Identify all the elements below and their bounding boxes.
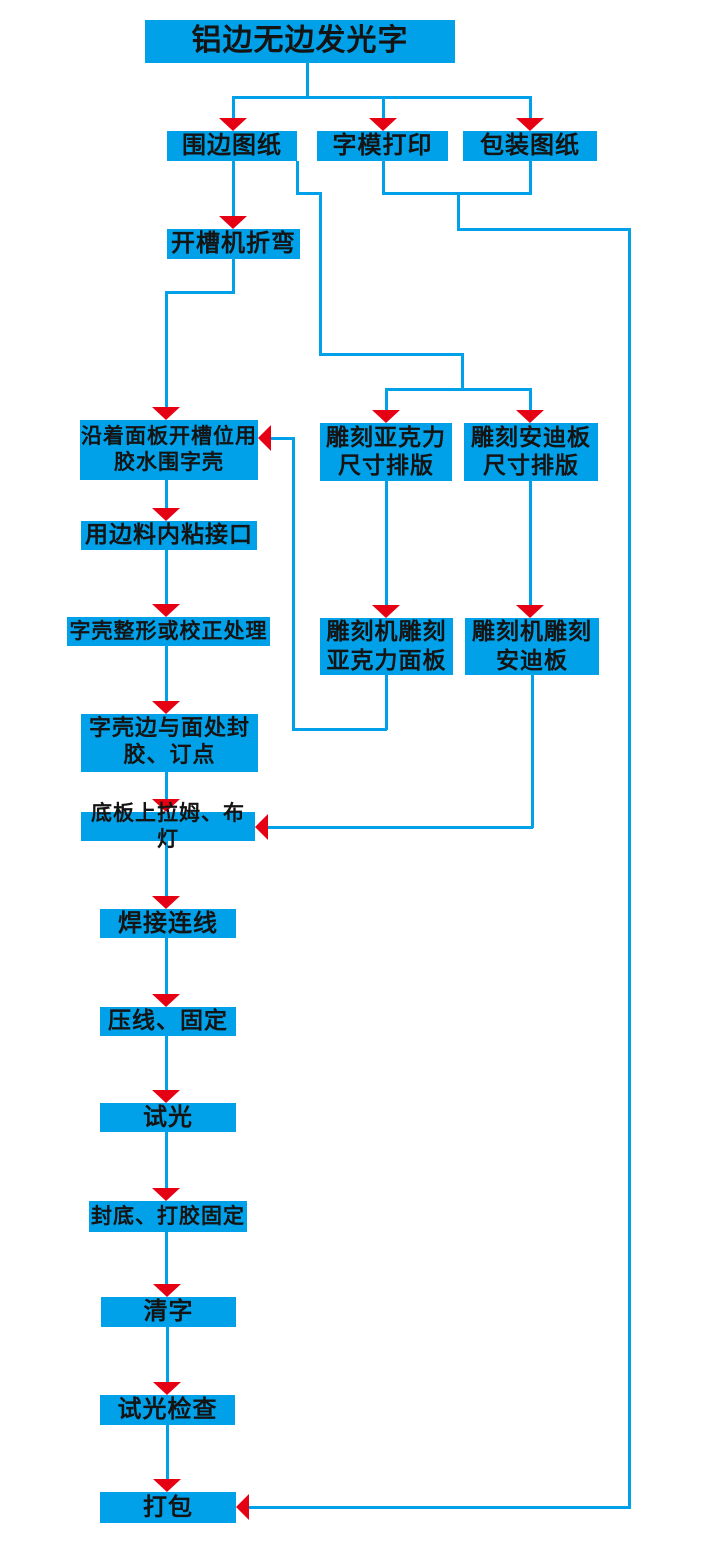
connector-segment: [165, 938, 168, 996]
connector-segment: [529, 388, 532, 412]
connector-segment: [529, 481, 532, 607]
flowchart-node-diaoke-andiban: 雕刻安迪板 尺寸排版: [464, 423, 598, 481]
flowchart-node-diaokeji-andiban: 雕刻机雕刻 安迪板: [465, 618, 599, 675]
connector-segment: [165, 550, 168, 606]
connector-segment: [385, 481, 388, 607]
connector-segment: [529, 96, 532, 120]
connector-segment: [267, 826, 533, 829]
arrowhead-down-icon: [219, 118, 247, 131]
arrowhead-down-icon: [153, 1382, 181, 1395]
connector-segment: [292, 728, 387, 731]
connector-segment: [165, 291, 168, 409]
arrowhead-down-icon: [152, 896, 180, 909]
connector-segment: [461, 353, 464, 390]
arrowhead-down-icon: [516, 605, 544, 618]
connector-segment: [382, 161, 385, 194]
arrowhead-down-icon: [152, 799, 180, 812]
connector-segment: [232, 259, 235, 293]
flowchart-node-yaxian-guding: 压线、固定: [100, 1007, 236, 1036]
flowchart-node-title: 铝边无边发光字: [145, 20, 455, 63]
flowchart-node-zimo-dayin: 字模打印: [317, 131, 448, 161]
arrowhead-down-icon: [219, 216, 247, 229]
connector-segment: [232, 96, 235, 120]
connector-segment: [165, 1036, 168, 1092]
connector-segment: [165, 841, 168, 898]
flowchart-node-qingzi: 清字: [101, 1297, 236, 1327]
arrowhead-left-icon: [258, 425, 271, 451]
flowchart-node-diaokeji-yakeli: 雕刻机雕刻 亚克力面板: [320, 618, 453, 675]
connector-segment: [296, 192, 322, 195]
connector-segment: [319, 353, 464, 356]
arrowhead-down-icon: [516, 118, 544, 131]
connector-segment: [166, 1425, 169, 1481]
flowchart-node-zike-zhengxing: 字壳整形或校正处理: [67, 617, 270, 646]
connector-segment: [165, 646, 168, 703]
flowchart-node-kaicaoji-zhewan: 开槽机折弯: [167, 229, 300, 259]
connector-segment: [382, 96, 385, 120]
arrowhead-down-icon: [152, 407, 180, 420]
flowchart-node-diaoke-yakeli: 雕刻亚克力 尺寸排版: [320, 423, 452, 481]
connector-segment: [165, 1232, 168, 1286]
arrowhead-down-icon: [516, 410, 544, 423]
connector-segment: [232, 161, 235, 218]
connector-segment: [306, 62, 309, 98]
arrowhead-down-icon: [372, 605, 400, 618]
connector-segment: [385, 388, 532, 391]
connector-segment: [385, 675, 388, 730]
flowchart-node-hanjie-lianxian: 焊接连线: [100, 909, 236, 938]
connector-segment: [270, 437, 294, 440]
flowchart-node-yanzhe-mianban: 沿着面板开槽位用 胶水围字壳: [80, 420, 258, 480]
arrowhead-down-icon: [152, 1188, 180, 1201]
flowchart-node-diban-budeng: 底板上拉姆、布灯: [81, 801, 255, 851]
connector-segment: [296, 161, 299, 194]
flowchart-node-shiguang: 试光: [100, 1103, 236, 1132]
arrowhead-down-icon: [152, 701, 180, 714]
connector-segment: [165, 772, 168, 801]
arrowhead-down-icon: [153, 1284, 181, 1297]
arrowhead-down-icon: [153, 1479, 181, 1492]
arrowhead-down-icon: [152, 604, 180, 617]
connector-segment: [165, 480, 168, 510]
connector-segment: [385, 388, 388, 412]
arrowhead-down-icon: [152, 508, 180, 521]
flowchart-node-baozhuang-tuzhi: 包装图纸: [463, 131, 597, 161]
connector-segment: [292, 437, 295, 730]
connector-segment: [166, 1327, 169, 1384]
connector-segment: [628, 228, 631, 1509]
connector-segment: [457, 192, 460, 230]
connector-segment: [457, 228, 630, 231]
arrowhead-down-icon: [152, 1090, 180, 1103]
connector-segment: [319, 192, 322, 356]
flowchart-node-weibian-tuzhi: 围边图纸: [167, 131, 297, 161]
flowchart-node-zike-fengjiao: 字壳边与面处封 胶、订点: [81, 714, 258, 772]
arrowhead-down-icon: [152, 994, 180, 1007]
flowchart-node-shiguang-jiancha: 试光检查: [100, 1395, 235, 1425]
arrowhead-left-icon: [255, 814, 268, 840]
arrowhead-down-icon: [369, 118, 397, 131]
flowchart-node-fengdi-dajiao: 封底、打胶固定: [89, 1201, 247, 1232]
arrowhead-down-icon: [372, 410, 400, 423]
connector-segment: [529, 161, 532, 194]
connector-segment: [165, 1132, 168, 1190]
connector-segment: [248, 1506, 630, 1509]
flowchart-node-dabao: 打包: [100, 1492, 236, 1523]
arrowhead-left-icon: [236, 1494, 249, 1520]
flowchart-node-yongbianliao: 用边料内粘接口: [81, 521, 257, 550]
connector-segment: [531, 675, 534, 828]
connector-segment: [165, 291, 235, 294]
